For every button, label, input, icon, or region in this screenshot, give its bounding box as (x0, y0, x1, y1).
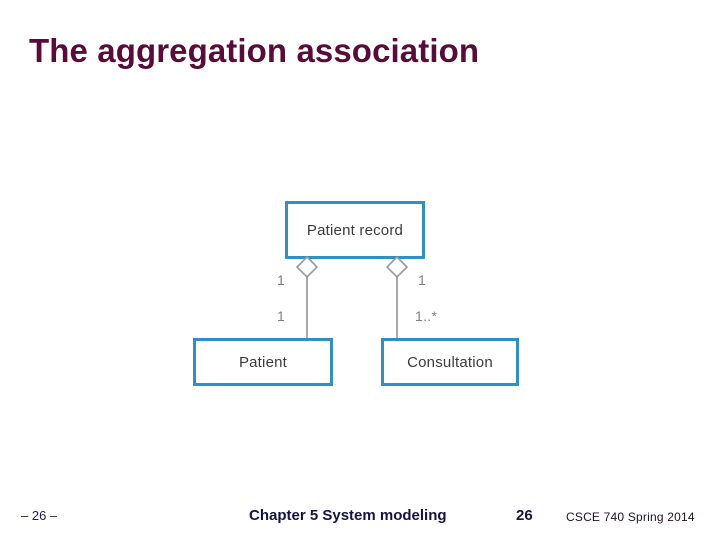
connector-line-consultation (396, 276, 398, 338)
multiplicity-label-source-consultation: 1 (418, 272, 427, 288)
footer-chapter-title: Chapter 5 System modeling (249, 507, 447, 524)
open-diamond-icon (296, 256, 318, 278)
uml-class-label: Patient record (306, 221, 404, 239)
footer-course-label: CSCE 740 Spring 2014 (566, 510, 695, 524)
page-title: The aggregation association (29, 32, 480, 69)
uml-class-patient-record[interactable]: Patient record (285, 201, 425, 259)
multiplicity-label-source-patient: 1 (277, 272, 286, 288)
uml-class-consultation[interactable]: Consultation (381, 338, 519, 386)
multiplicity-label-target-patient: 1 (277, 308, 286, 324)
open-diamond-icon (386, 256, 408, 278)
uml-class-label: Consultation (407, 353, 493, 371)
uml-class-label: Patient (238, 353, 288, 371)
uml-class-patient[interactable]: Patient (193, 338, 333, 386)
connector-line-patient (306, 276, 308, 338)
footer-page-marker: – 26 – (21, 508, 58, 523)
multiplicity-label-target-consultation: 1..* (415, 308, 438, 324)
footer-slide-number: 26 (516, 507, 533, 524)
